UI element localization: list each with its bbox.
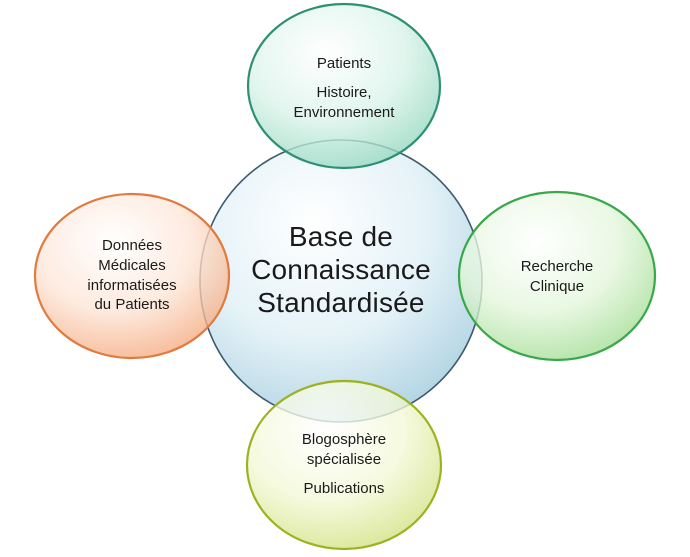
top-label: Patients Histoire, Environnement — [264, 54, 424, 122]
bottom-label-line-2: spécialisée — [306, 450, 382, 468]
bottom-label-line-3: Publications — [303, 479, 385, 497]
right-circle — [457, 190, 657, 362]
left-label-line-4: du Patients — [94, 296, 170, 314]
center-label-line-2: Connaissance — [251, 254, 431, 286]
center-label-line-3: Standardisée — [257, 287, 425, 319]
right-label-line-2: Clinique — [529, 277, 585, 295]
top-circle — [246, 2, 442, 170]
right-label: Recherche Clinique — [487, 257, 627, 297]
center-label-line-1: Base de — [288, 221, 394, 252]
left-label-line-2: Médicales — [98, 256, 166, 274]
center-label: Base de Connaissance Standardisée — [221, 220, 461, 319]
left-label-line-1: Données — [101, 237, 163, 254]
bottom-label-line-1: Blogosphère — [301, 431, 387, 448]
top-label-line-2: Histoire, — [316, 83, 372, 101]
top-label-line-1: Patients — [316, 55, 372, 72]
bottom-label: Blogosphère spécialisée Publications — [264, 430, 424, 498]
right-label-line-1: Recherche — [520, 258, 594, 275]
top-label-line-3: Environnement — [293, 103, 395, 121]
left-label-line-3: informatisées — [87, 276, 177, 294]
left-circle — [33, 192, 231, 360]
bottom-circle — [245, 379, 443, 551]
left-label: Données Médicales informatisées du Patie… — [62, 236, 202, 315]
